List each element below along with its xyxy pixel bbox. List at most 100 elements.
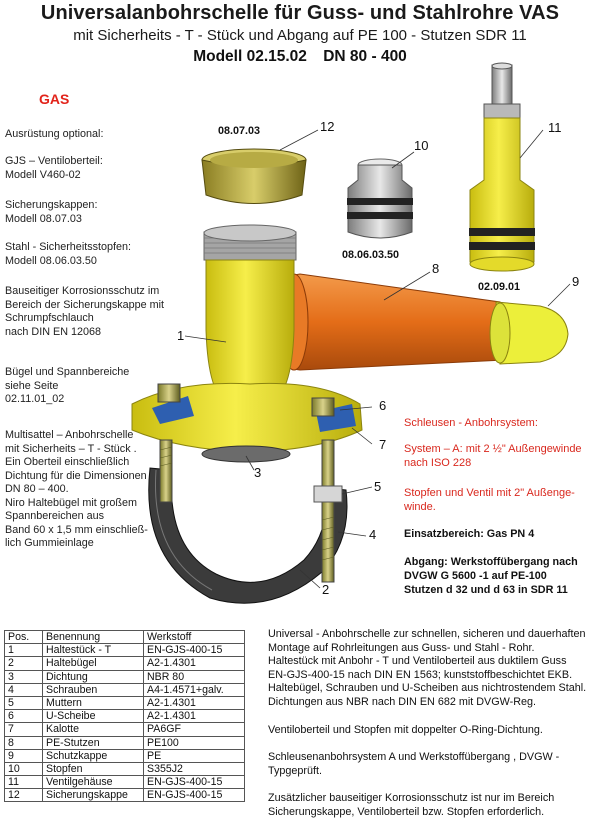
description-main: Universal - Anbohrschelle zur schnellen,…: [268, 628, 587, 708]
callout-7: 7: [379, 437, 387, 452]
header-name: Benennung: [42, 629, 144, 645]
model-number: Modell 02.15.02: [193, 48, 307, 65]
callout-1: 1: [177, 328, 185, 343]
table-header-row: Pos. Benennung Werkstoff: [4, 629, 245, 645]
callout-6: 6: [379, 398, 387, 413]
cell-material: NBR 80: [143, 669, 245, 684]
cell-name: Sicherungskappe: [42, 788, 144, 803]
label-valve: 02.09.01: [478, 281, 521, 293]
cell-pos: 2: [4, 656, 43, 671]
cell-pos: 12: [4, 788, 43, 803]
callout-12: 12: [320, 119, 335, 134]
cell-material: S355J2: [143, 761, 245, 777]
cell-material: EN-GJS-400-15: [143, 775, 245, 790]
note-equipment: Ausrüstung optional:: [5, 128, 104, 140]
description-approval: Schleusenanbohrsystem A und Werkstoffübe…: [268, 751, 560, 777]
cell-material: A2-1.4301: [143, 656, 245, 671]
protective-cap-9: [489, 301, 569, 365]
callout-2: 2: [322, 582, 330, 597]
cell-material: A4-1.4571+galv.: [143, 682, 245, 697]
page-subtitle: mit Sicherheits - T - Stück und Abgang a…: [73, 27, 527, 44]
cell-name: PE-Stutzen: [42, 735, 144, 750]
cell-pos: 4: [4, 682, 43, 697]
cell-name: Kalotte: [42, 722, 144, 737]
valve-housing-11: [469, 62, 535, 272]
cell-name: Haltebügel: [42, 656, 144, 671]
cell-material: PE100: [143, 735, 245, 750]
dn-range: DN 80 - 400: [323, 48, 407, 65]
cell-pos: 8: [4, 735, 43, 750]
cell-material: EN-GJS-400-15: [143, 788, 245, 803]
plug-10: [347, 158, 413, 239]
cell-pos: 7: [4, 722, 43, 737]
cell-name: Muttern: [42, 695, 144, 711]
note-strap: Bügel und Spannbereiche siehe Seite 02.1…: [5, 366, 130, 405]
callout-9: 9: [572, 274, 580, 289]
cell-pos: 6: [4, 709, 43, 724]
label-plug: 08.06.03.50: [342, 249, 400, 261]
label-cap: 08.07.03: [218, 125, 261, 137]
cell-pos: 5: [4, 695, 43, 711]
callout-5: 5: [374, 479, 382, 494]
cell-material: PE: [143, 748, 245, 763]
cell-pos: 9: [4, 748, 43, 763]
seal-3: [201, 445, 291, 463]
cell-name: U-Scheibe: [42, 709, 144, 724]
cell-pos: 1: [4, 643, 43, 658]
outlet-spec: Abgang: Werkstoffübergang nach DVGW G 56…: [404, 556, 578, 597]
strap-2: [148, 439, 348, 604]
cell-material: A2-1.4301: [143, 709, 245, 724]
cell-name: Schutzkappe: [42, 748, 144, 763]
application-range: Einsatzbereich: Gas PN 4: [404, 528, 535, 540]
cell-material: PA6GF: [143, 722, 245, 737]
callout-4: 4: [369, 527, 377, 542]
description-valve: Ventiloberteil und Stopfen mit doppelter…: [268, 724, 543, 736]
note-valve-top: GJS – Ventiloberteil: Modell V460-02: [5, 155, 103, 181]
note-corrosion: Bauseitiger Korrosionsschutz im Bereich …: [5, 285, 165, 338]
security-cap-12: [201, 148, 307, 204]
cell-pos: 11: [4, 775, 43, 790]
cell-name: Haltestück - T: [42, 643, 144, 658]
model-line: Modell 02.15.02 DN 80 - 400: [0, 48, 600, 66]
callout-3: 3: [254, 465, 262, 480]
callout-11: 11: [548, 120, 562, 135]
red-system-a: System – A: mit 2 ½" Außengewinde nach I…: [404, 443, 582, 469]
cell-name: Ventilgehäuse: [42, 775, 144, 790]
cell-name: Dichtung: [42, 669, 144, 684]
nut-5: [313, 485, 343, 503]
note-saddle: Multisattel – Anbohrschelle mit Sicherhe…: [5, 429, 148, 549]
note-caps: Sicherungskappen: Modell 08.07.03: [5, 199, 98, 225]
description-corrosion: Zusätzlicher bauseitiger Korrosionsschut…: [268, 792, 555, 818]
note-plug: Stahl - Sicherheitsstopfen: Modell 08.06…: [5, 241, 132, 267]
header-pos: Pos.: [4, 629, 43, 645]
cell-name: Stopfen: [42, 761, 144, 777]
callout-8: 8: [432, 261, 440, 276]
cell-material: EN-GJS-400-15: [143, 643, 245, 658]
red-plug-valve: Stopfen und Ventil mit 2" Außenge- winde…: [404, 487, 575, 513]
cell-pos: 3: [4, 669, 43, 684]
cell-material: A2-1.4301: [143, 695, 245, 711]
red-heading: Schleusen - Anbohrsystem:: [404, 417, 538, 429]
tee-body-1: [131, 224, 363, 453]
page-title: Universalanbohrschelle für Guss- und Sta…: [40, 2, 560, 24]
cell-name: Schrauben: [42, 682, 144, 697]
header-material: Werkstoff: [143, 629, 245, 645]
callout-10: 10: [414, 138, 429, 153]
pe-spigot-8: [279, 273, 505, 371]
cell-pos: 10: [4, 761, 43, 777]
medium-label: GAS: [39, 91, 70, 107]
